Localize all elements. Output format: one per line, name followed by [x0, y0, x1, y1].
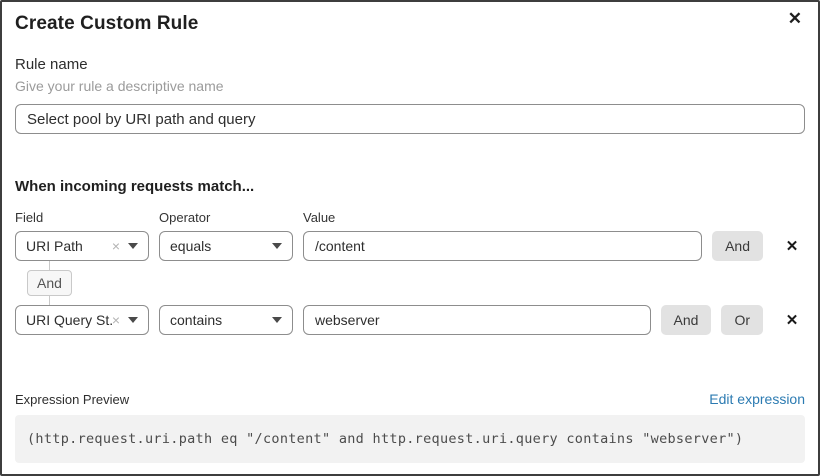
field-select-value: URI Path	[26, 238, 83, 254]
or-button[interactable]: Or	[721, 305, 763, 335]
rule-name-input[interactable]	[15, 104, 805, 134]
rule-name-label: Rule name	[15, 56, 88, 73]
and-button[interactable]: And	[660, 305, 712, 335]
operator-select-value: equals	[170, 238, 212, 254]
column-labels: Field Operator Value	[15, 210, 805, 226]
field-select[interactable]: URI Path ×	[15, 231, 149, 261]
field-select-value: URI Query St...	[26, 312, 112, 328]
condition-row: URI Path × equals And ✕	[15, 231, 805, 261]
rule-name-hint: Give your rule a descriptive name	[15, 78, 224, 94]
connector-line	[49, 296, 50, 305]
field-select[interactable]: URI Query St... ×	[15, 305, 149, 335]
field-column-label: Field	[15, 210, 44, 225]
operator-select[interactable]: contains	[159, 305, 293, 335]
expression-header: Expression Preview Edit expression	[15, 391, 805, 408]
connector-line	[49, 261, 50, 270]
chevron-down-icon	[128, 243, 138, 249]
operator-select-value: contains	[170, 312, 223, 328]
expression-code-block: (http.request.uri.path eq "/content" and…	[15, 415, 805, 463]
condition-connector: And	[27, 261, 72, 305]
chevron-down-icon	[128, 317, 138, 323]
delete-row-icon[interactable]: ✕	[779, 231, 805, 261]
chevron-down-icon	[272, 317, 282, 323]
connector-and-badge[interactable]: And	[27, 270, 72, 296]
operator-select[interactable]: equals	[159, 231, 293, 261]
and-button[interactable]: And	[712, 231, 763, 261]
clear-icon[interactable]: ×	[111, 238, 120, 254]
expression-preview-label: Expression Preview	[15, 392, 130, 407]
value-input[interactable]	[303, 231, 703, 261]
delete-row-icon[interactable]: ✕	[779, 305, 805, 335]
condition-row: URI Query St... × contains And Or ✕	[15, 305, 805, 335]
operator-column-label: Operator	[159, 210, 211, 225]
clear-icon[interactable]: ×	[111, 312, 120, 328]
edit-expression-link[interactable]: Edit expression	[709, 391, 805, 407]
match-heading: When incoming requests match...	[15, 178, 255, 195]
close-icon[interactable]: ✕	[784, 7, 806, 31]
value-column-label: Value	[303, 210, 336, 225]
value-input[interactable]	[303, 305, 651, 335]
chevron-down-icon	[272, 243, 282, 249]
dialog-title: Create Custom Rule	[15, 13, 199, 34]
expression-code: (http.request.uri.path eq "/content" and…	[27, 431, 744, 447]
